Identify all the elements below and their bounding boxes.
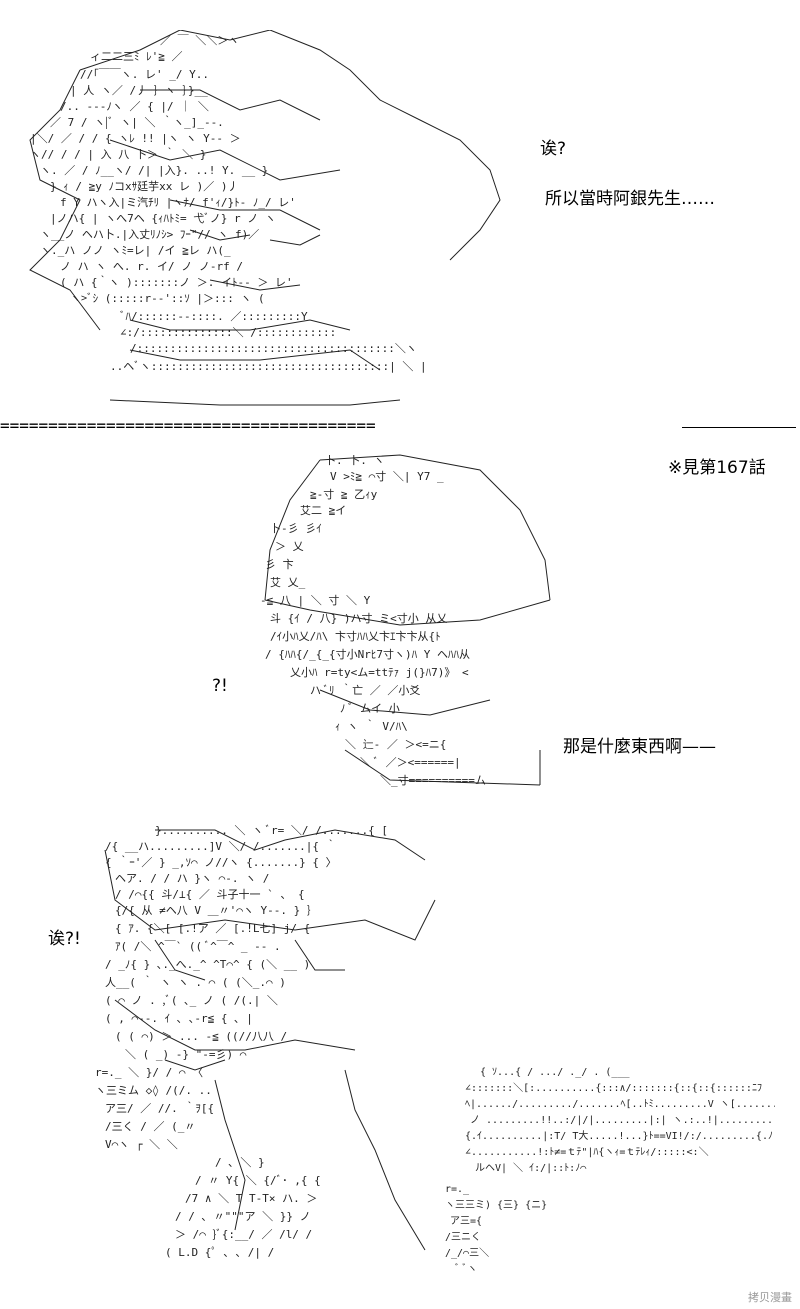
svg-text:r=._ ＼ }/ / ⌒ 〈: r=._ ＼ }/ / ⌒ 〈 bbox=[95, 1066, 203, 1079]
ascii-art-character-1: ／ ￣ ＼＼＞ヽ ィ二二三ﾐ ﾚ'≧ ／ //｢￣￣ヽ. レ' _/ Y.. |… bbox=[20, 30, 520, 410]
svg-text:|＼/ ／ / / { ヽﾚ !! |ヽ ヽ Y-- ＞: |＼/ ／ / / { ヽﾚ !! |ヽ ヽ Y-- ＞ bbox=[30, 132, 241, 145]
svg-text:ハ ﾞﾘ ｀亡 ／ ／小爻: ハ ﾞﾘ ｀亡 ／ ／小爻 bbox=[310, 682, 420, 697]
svg-text:( ハ {｀ヽ ):::::::ノ ＞. イﾄ-- ＞ レ': ( ハ {｀ヽ ):::::::ノ ＞. イﾄ-- ＞ レ' bbox=[60, 274, 293, 289]
svg-text:} ｨ / ≧y ﾉコxｻ廷芋xx レ )／ )丿: } ｨ / ≧y ﾉコxｻ廷芋xx レ )／ )丿 bbox=[50, 180, 238, 193]
panel-divider: ======================================= bbox=[0, 414, 800, 438]
svg-text://｢￣￣ヽ. レ' _/ Y..: //｢￣￣ヽ. レ' _/ Y.. bbox=[80, 67, 209, 81]
svg-text:( L.D {ﾟ ､ ､ /| /: ( L.D {ﾟ ､ ､ /| / bbox=[165, 1246, 274, 1259]
svg-text:{.ｲ..........|:T/ T大.....!...}: {.ｲ..........|:T/ T大.....!...}ﾄ==VI!/:/.… bbox=[465, 1129, 773, 1142]
svg-text:ヽ三三ミ) {三} {ニ}: ヽ三三ミ) {三} {ニ} bbox=[445, 1200, 547, 1211]
svg-text:艾二 ≧イ: 艾二 ≧イ bbox=[300, 504, 346, 517]
svg-text:/ /⌒{{ 斗/⊥{ ／ 斗子十一 ` 、 {: / /⌒{{ 斗/⊥{ ／ 斗子十一 ` 、 { bbox=[115, 887, 305, 901]
svg-text:/ _ﾉ{ } ､._へ._^ ^T⌒^ { (＼ __ ): / _ﾉ{ } ､._へ._^ ^T⌒^ { (＼ __ ) bbox=[105, 958, 310, 971]
svg-text:..ヘﾞヽ:::::::::::::::::::::::::: ..ヘﾞヽ:::::::::::::::::::::::::::::::::::… bbox=[110, 360, 427, 373]
svg-text:|ノハ{ | ヽへ7ヘ {ｨﾊﾄﾐ= 弋ﾞノ} r ノ ヽ: |ノハ{ | ヽへ7ヘ {ｨﾊﾄﾐ= 弋ﾞノ} r ノ ヽ bbox=[50, 212, 276, 225]
watermark: 拷贝漫畫 bbox=[748, 1291, 792, 1304]
svg-text:ﾉ ﾞ ムイ 小: ﾉ ﾞ ムイ 小 bbox=[340, 702, 400, 715]
svg-text:＼ ( _) -} "‐=彡) ⌒: ＼ ( _) -} "‐=彡) ⌒ bbox=[125, 1048, 247, 1061]
svg-text:ヽ. ／ / ﾉ__ヽ/ /| |入}. ..! Y. __: ヽ. ／ / ﾉ__ヽ/ /| |入}. ..! Y. __ } bbox=[40, 164, 268, 177]
svg-text:ヘア. / / ハ }ヽ ⌒-. ヽ /: ヘア. / / ハ }ヽ ⌒-. ヽ / bbox=[115, 872, 269, 885]
ascii-art-drawing-1: ／ ￣ ＼＼＞ヽ ィ二二三ﾐ ﾚ'≧ ／ //｢￣￣ヽ. レ' _/ Y.. |… bbox=[29, 30, 501, 406]
svg-text:/ 〃 Y{ ＼ {/ﾞ･ ,{ {: / 〃 Y{ ＼ {/ﾞ･ ,{ { bbox=[195, 1174, 321, 1187]
svg-text:＞ /⌒ }ﾞ{:__/ ／ /l/ /: ＞ /⌒ }ﾞ{:__/ ／ /l/ / bbox=[175, 1228, 312, 1241]
reference-note: ※見第167話 bbox=[668, 458, 766, 478]
ascii-art-drawing-2: 卜. 卜. ヽ V >ﾐ≧ ⌒寸 ＼| Y7 _ ≧-寸 ≧ 乙ｨy 艾二 ≧イ… bbox=[260, 454, 551, 787]
svg-text:{ ｱ. {＼[ [.!ア ／ [.!L七] j/ {: { ｱ. {＼[ [.!ア ／ [.!L七] j/ { bbox=[115, 922, 310, 935]
dialogue-line-1: 诶? bbox=[540, 139, 567, 159]
svg-text:/.. ---ﾉヽ ／ { |/ ｜ ＼: /.. ---ﾉヽ ／ { |/ ｜ ＼ bbox=[60, 100, 209, 113]
svg-text:{ ｿ...{ / .../ ._/ . (___: { ｿ...{ / .../ ._/ . (___ bbox=[480, 1067, 630, 1078]
svg-text:/ / ､ 〃"""ア ＼ }} ノ: / / ､ 〃"""ア ＼ }} ノ bbox=[175, 1210, 311, 1223]
svg-text:＞ 乂: ＞ 乂 bbox=[275, 540, 304, 553]
svg-text:r=._: r=._ bbox=[445, 1184, 470, 1195]
svg-text:f Y ハヽ入|ミ汽ﾁﾘ |ヽﾅ/ f'ｨ/}ﾄ- ﾉ_/: f Y ハヽ入|ミ汽ﾁﾘ |ヽﾅ/ f'ｨ/}ﾄ- ﾉ_/ レ' bbox=[60, 195, 296, 209]
svg-text:{/{ 从 ≠ヘ八 V ＿〃'⌒ヽ Y--. } ｝: {/{ 从 ≠ヘ八 V ＿〃'⌒ヽ Y--. } ｝ bbox=[115, 904, 318, 917]
svg-text:卜. 卜. ヽ: 卜. 卜. ヽ bbox=[325, 454, 385, 467]
svg-text:ィ二二三ﾐ ﾚ'≧ ／: ィ二二三ﾐ ﾚ'≧ ／ bbox=[90, 50, 183, 63]
svg-text:ノ .........!!..:/|/|.........|: ノ .........!!..:/|/|.........|:| ヽ.:..!|… bbox=[470, 1114, 775, 1126]
svg-text:/ {ﾊﾊ{/_{_{寸小Nrﾋ7寸ヽ)ﾊ Y ヘﾊﾊ从: / {ﾊﾊ{/_{_{寸小Nrﾋ7寸ヽ)ﾊ Y ヘﾊﾊ从 bbox=[265, 647, 470, 661]
exclamation-panel-3: 诶?! bbox=[48, 929, 81, 949]
divider-equals: ======================================= bbox=[0, 416, 376, 435]
svg-text:∠:/::::::::::::::＼ /::::::::::: ∠:/::::::::::::::＼ /:::::::::::: bbox=[120, 326, 336, 339]
svg-text:ヽ三ミム ◇◊ /(/. ..: ヽ三ミム ◇◊ /(/. .. bbox=[95, 1084, 212, 1097]
svg-text:ルヘV| ＼ ｲ:/|::ﾄ:ﾉ⌒: ルヘV| ＼ ｲ:/|::ﾄ:ﾉ⌒ bbox=[475, 1162, 586, 1174]
svg-text:斗 {ｲ / 八} )ハ寸 ミ<寸小 从乂: 斗 {ｲ / 八} )ハ寸 ミ<寸小 从乂 bbox=[270, 611, 447, 625]
ascii-art-character-2: 卜. 卜. ヽ V >ﾐ≧ ⌒寸 ＼| Y7 _ ≧-寸 ≧ 乙ｨy 艾二 ≧イ… bbox=[250, 450, 580, 800]
svg-text:ヽ__ノ ヘハ卜.|入丈ﾘﾉｼ> ﾌｰ"// ヽ f)／: ヽ__ノ ヘハ卜.|入丈ﾘﾉｼ> ﾌｰ"// ヽ f)／ bbox=[40, 228, 259, 241]
svg-text:V >ﾐ≧ ⌒寸 ＼| Y7 _: V >ﾐ≧ ⌒寸 ＼| Y7 _ bbox=[330, 469, 444, 483]
svg-text:∠...........!:ﾄ≠=ｔﾃ"|ﾊ{ヽｨ=ｔﾃﾚｨ: ∠...........!:ﾄ≠=ｔﾃ"|ﾊ{ヽｨ=ｔﾃﾚｨ/:::::<:＼ bbox=[465, 1146, 709, 1158]
svg-text:／ 7 / ヽ|ﾞ ヽ| ＼ ｀ヽ_]_--.: ／ 7 / ヽ|ﾞ ヽ| ＼ ｀ヽ_]_--. bbox=[50, 114, 224, 129]
svg-text:| 人 ヽ／ /丿 ｝ヽ ｝}__: | 人 ヽ／ /丿 ｝ヽ ｝}__ bbox=[70, 84, 208, 97]
svg-text:≧-寸 ≧ 乙ｨy: ≧-寸 ≧ 乙ｨy bbox=[310, 487, 378, 501]
ascii-art-character-3: }.......... ＼ ヽ ﾞr= ＼/ /.......{ [ /{ __… bbox=[95, 820, 775, 1290]
svg-text:∠:::::::＼[:..........{:::∧/:::: ∠:::::::＼[:..........{:::∧/:::::::{::{::… bbox=[465, 1082, 762, 1094]
svg-text:ノ ハ ヽ へ. r. イ/ ノ ノ-rf /: ノ ハ ヽ へ. r. イ/ ノ ノ-rf / bbox=[60, 260, 243, 273]
svg-text:乂小ﾊ r=ty<ム=ttﾃｧ j(}ﾊ7)》 <: 乂小ﾊ r=ty<ム=ttﾃｧ j(}ﾊ7)》 < bbox=[290, 666, 469, 679]
svg-text:人__( ｀ ヽ ヽ . ⌒ ( (＼_.⌒ ): 人__( ｀ ヽ ヽ . ⌒ ( (＼_.⌒ ) bbox=[105, 974, 286, 989]
ascii-art-drawing-3: }.......... ＼ ヽ ﾞr= ＼/ /.......{ [ /{ __… bbox=[95, 824, 775, 1275]
panel-2: ※見第167話 卜. 卜. ヽ V >ﾐ≧ ⌒寸 ＼| Y7 _ ≧-寸 ≧ 乙… bbox=[0, 440, 800, 810]
svg-text:ア三={: ア三={ bbox=[450, 1216, 482, 1227]
svg-text:ﾞﾊ/::::::--::::. ／:::::::::Y: ﾞﾊ/::::::--::::. ／:::::::::Y bbox=[120, 310, 308, 323]
svg-text:彡 卞: 彡 卞 bbox=[265, 557, 294, 571]
svg-text:ア三/ ／ //. ｀ｦ[{: ア三/ ／ //. ｀ｦ[{ bbox=[105, 1100, 214, 1115]
svg-text:ヽ._ハ ノノ ヽﾐ=レ| /イ ≧レ ハ(_: ヽ._ハ ノノ ヽﾐ=レ| /イ ≧レ ハ(_ bbox=[40, 244, 231, 257]
svg-text:{ ｀ｰ'／ } _,ｿ⌒ ノ//ヽ {.......} {: { ｀ｰ'／ } _,ｿ⌒ ノ//ヽ {.......} { 〉 bbox=[105, 854, 337, 869]
exclamation-left: ?! bbox=[212, 676, 228, 696]
svg-text:/ ､ ＼ }: / ､ ＼ } bbox=[215, 1156, 265, 1169]
svg-text:＼_寸==========ム: ＼_寸==========ム bbox=[380, 773, 486, 787]
svg-text:/三く / ／ (_〃: /三く / ／ (_〃 bbox=[105, 1120, 195, 1133]
svg-text:/{ __ハ.........]V ＼/ /.......|: /{ __ハ.........]V ＼/ /.......|{ ｀ bbox=[105, 838, 337, 853]
svg-text:ｨ ヽ ｀ V/ﾊ\: ｨ ヽ ｀ V/ﾊ\ bbox=[335, 718, 408, 733]
panel-1: ／ ￣ ＼＼＞ヽ ィ二二三ﾐ ﾚ'≧ ／ //｢￣￣ヽ. レ' _/ Y.. |… bbox=[0, 0, 800, 414]
svg-text:( , ⌒--. ｲ ､ ､-r≦ { ､ |: ( , ⌒--. ｲ ､ ､-r≦ { ､ | bbox=[105, 1012, 253, 1025]
svg-text:( ( ⌒) ＞ ... -≦ ((//八八 /: ( ( ⌒) ＞ ... -≦ ((//八八 / bbox=[115, 1030, 287, 1043]
svg-text:-≦ 八 | ＼ 寸 ＼ Y: -≦ 八 | ＼ 寸 ＼ Y bbox=[260, 593, 371, 607]
svg-text:/三ニく: /三ニく bbox=[445, 1232, 481, 1243]
svg-text:( ⌒ ノ . ,ﾞ( ､_ ノ ( /(.| ＼: ( ⌒ ノ . ,ﾞ( ､_ ノ ( /(.| ＼ bbox=[105, 994, 278, 1007]
svg-text:卜-彡 彡ｲ: 卜-彡 彡ｲ bbox=[270, 522, 322, 535]
svg-text:／ ￣ ＼＼＞ヽ: ／ ￣ ＼＼＞ヽ bbox=[160, 33, 239, 47]
svg-text:/:::::::::::::::::::::::::::::: /:::::::::::::::::::::::::::::::::::::::… bbox=[130, 342, 417, 355]
svg-text:/ｲ小ﾊ乂/ﾊ\ 卞寸ﾊﾊ乂卞ｴ卞卞从{ﾄ: /ｲ小ﾊ乂/ﾊ\ 卞寸ﾊﾊ乂卞ｴ卞卞从{ﾄ bbox=[270, 629, 441, 643]
svg-text:ｱ( /＼ ^￣` (( ﾞ^￣^ _ -- .: ｱ( /＼ ^￣` (( ﾞ^￣^ _ -- . bbox=[115, 939, 281, 953]
svg-text:艾 乂_: 艾 乂_ bbox=[270, 576, 306, 589]
divider-rule bbox=[682, 427, 796, 428]
svg-text:/_/⌒三＼: /_/⌒三＼ bbox=[445, 1247, 489, 1259]
svg-text:＼ ﾞ ／＞<======|: ＼ ﾞ ／＞<======| bbox=[360, 756, 461, 769]
svg-text:ﾍ|....../........./.......ﾍ[..: ﾍ|....../........./.......ﾍ[..ﾄﾐ........… bbox=[465, 1099, 775, 1110]
svg-text:＼ 辷- ／ ＞<=ニ{: ＼ 辷- ／ ＞<=ニ{ bbox=[345, 738, 446, 751]
dialogue-line-2: 所以當時阿銀先生…… bbox=[545, 189, 715, 209]
dialogue-line-3: 那是什麼東西啊—— bbox=[563, 737, 716, 757]
svg-text:ﾞ ﾞヽ: ﾞ ﾞヽ bbox=[455, 1263, 477, 1275]
svg-text:}.......... ＼ ヽ ﾞr= ＼/ /......: }.......... ＼ ヽ ﾞr= ＼/ /.......{ [ bbox=[155, 824, 388, 837]
svg-text:V⌒ヽ ┌ ＼ ＼: V⌒ヽ ┌ ＼ ＼ bbox=[105, 1138, 178, 1151]
svg-text:/7 ∧ ＼ T T-T× ハ. ＞: /7 ∧ ＼ T T-T× ハ. ＞ bbox=[185, 1192, 317, 1205]
svg-text:ヽ// / / | 入 八 卜＞ ｀ ＼ }: ヽ// / / | 入 八 卜＞ ｀ ＼ } bbox=[30, 146, 206, 161]
svg-text:ヽ>ﾞｼ (:::::r--'::ｿ |＞::: ヽ (: ヽ>ﾞｼ (:::::r--'::ｿ |＞::: ヽ ( bbox=[70, 292, 265, 305]
panel-3: }.......... ＼ ヽ ﾞr= ＼/ /.......{ [ /{ __… bbox=[0, 815, 800, 1309]
